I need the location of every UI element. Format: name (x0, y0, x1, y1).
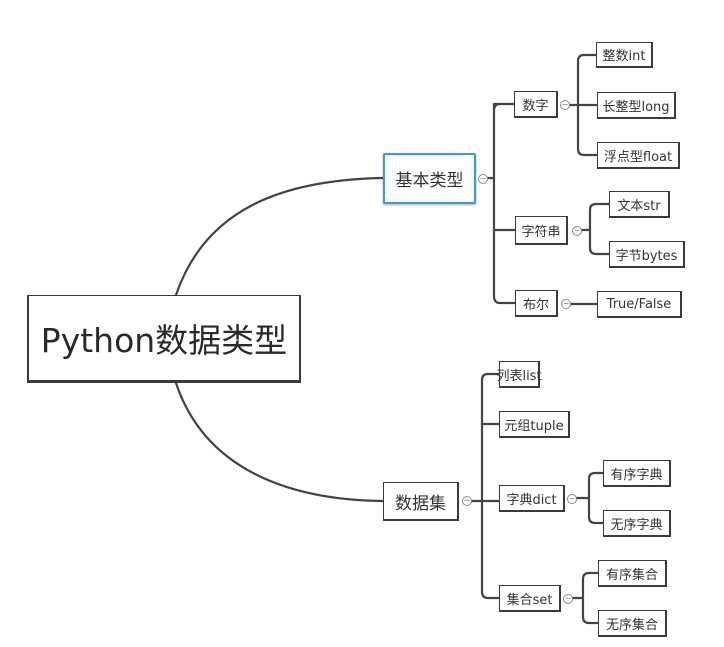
collapse-minus-icon[interactable]: − (462, 496, 472, 506)
subnode-label: 布尔 (522, 297, 549, 313)
leaf-node[interactable]: 有序集合 (598, 560, 667, 587)
subnode-label: 字符串 (521, 224, 561, 240)
root-label: Python数据类型 (40, 321, 288, 360)
leaf-label: True/False (606, 296, 672, 312)
subnode-label: 元组tuple (504, 418, 564, 434)
leaf-node[interactable]: 字节bytes (609, 241, 685, 268)
link-root-dataset (174, 381, 385, 503)
collapse-minus-icon[interactable]: − (561, 299, 571, 309)
leaf-label: 无序集合 (605, 617, 658, 633)
subnode-bool[interactable]: 布尔 (515, 290, 558, 317)
subnode-list[interactable]: 列表list (496, 361, 542, 388)
leaf-label: 文本str (617, 198, 661, 214)
leaf-node[interactable]: 无序字典 (603, 510, 671, 537)
link-number-trunk (563, 53, 599, 157)
subnode-label: 列表list (496, 368, 542, 384)
subnode-label: 字典dict (506, 492, 557, 508)
link-dataset-trunk (466, 372, 501, 600)
subnode-set[interactable]: 集合set (499, 585, 561, 612)
leaf-node[interactable]: 有序字典 (603, 460, 671, 487)
link-basic-trunk-top (492, 102, 502, 112)
leaf-label: 整数int (602, 49, 646, 64)
collapse-minus-icon[interactable]: − (572, 226, 582, 236)
leaf-node[interactable]: 长整型long (597, 92, 676, 119)
link-basic-trunk (478, 102, 517, 305)
leaf-label: 无序字典 (610, 517, 663, 533)
subnode-dict[interactable]: 字典dict (499, 485, 565, 512)
branch-node-dataset[interactable]: 数据集 (383, 482, 459, 521)
collapse-minus-icon[interactable]: − (563, 594, 573, 604)
leaf-node[interactable]: 文本str (609, 191, 670, 218)
branch-node-basic-types[interactable]: 基本类型 (383, 153, 476, 204)
root-node[interactable]: Python数据类型 (27, 295, 301, 383)
link-set-trunk (571, 571, 600, 625)
leaf-label: 浮点型float (603, 149, 673, 165)
link-root-basic (174, 176, 385, 297)
subnode-tuple[interactable]: 元组tuple (499, 411, 570, 438)
leaf-node[interactable]: 整数int (596, 42, 653, 68)
subnode-number[interactable]: 数字 (514, 91, 558, 118)
collapse-minus-icon[interactable]: − (567, 494, 577, 504)
collapse-minus-icon[interactable]: − (560, 100, 570, 110)
leaf-label: 字节bytes (615, 248, 678, 264)
subnode-string[interactable]: 字符串 (515, 216, 568, 245)
leaf-label: 长整型long (602, 99, 670, 115)
subnode-label: 数字 (522, 98, 549, 114)
leaf-node[interactable]: 浮点型float (597, 142, 680, 169)
leaf-node[interactable]: True/False (597, 291, 682, 318)
link-dict-trunk (575, 471, 605, 525)
branch-label: 基本类型 (395, 171, 464, 191)
collapse-minus-icon[interactable]: − (478, 174, 488, 184)
branch-label: 数据集 (395, 493, 446, 514)
leaf-node[interactable]: 无序集合 (598, 610, 667, 637)
leaf-label: 有序集合 (605, 567, 658, 583)
leaf-label: 有序字典 (610, 467, 663, 483)
subnode-label: 集合set (506, 592, 553, 608)
